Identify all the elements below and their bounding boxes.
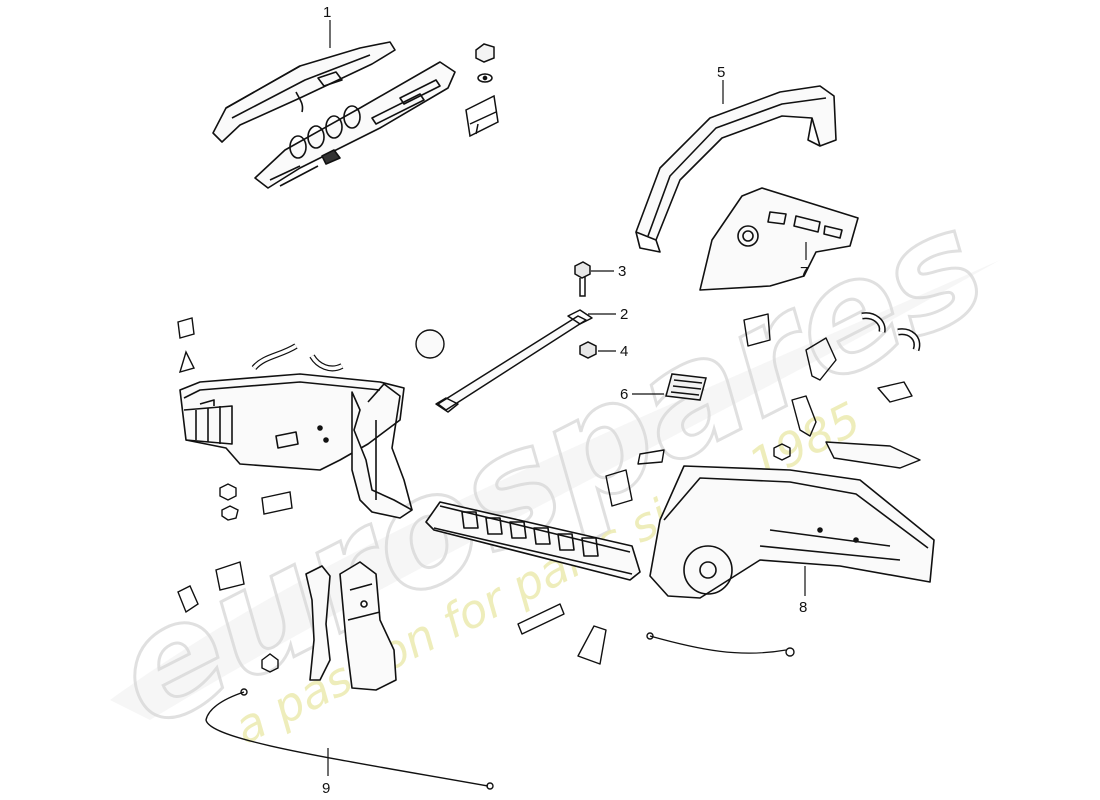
callout-label-4: 4 bbox=[620, 343, 628, 360]
part-1-dashboard[interactable] bbox=[212, 41, 456, 189]
part-8-rear-inner-panel[interactable] bbox=[649, 465, 935, 599]
bottom-small-parts[interactable] bbox=[517, 603, 795, 665]
part-1-small-hardware[interactable] bbox=[465, 43, 499, 138]
part-5-roof-frame[interactable] bbox=[635, 85, 837, 253]
callout-label-6: 6 bbox=[620, 386, 628, 403]
part-6-vent[interactable] bbox=[665, 373, 707, 401]
lower-pillar[interactable] bbox=[305, 561, 397, 691]
part-2-strut[interactable] bbox=[435, 309, 593, 413]
part-9-cable[interactable] bbox=[205, 688, 494, 790]
watermark-swoosh bbox=[110, 260, 1000, 720]
sill-panel[interactable] bbox=[425, 501, 641, 581]
part-7-quarter-panel[interactable] bbox=[699, 187, 859, 291]
callout-label-8: 8 bbox=[799, 599, 807, 616]
watermark-brand: eurospares bbox=[87, 176, 1011, 762]
lower-left-brackets[interactable] bbox=[177, 561, 279, 673]
right-small-parts[interactable] bbox=[605, 312, 921, 507]
part-4-nut[interactable] bbox=[579, 341, 597, 359]
callout-label-9: 9 bbox=[322, 780, 330, 797]
callout-label-5: 5 bbox=[717, 64, 725, 81]
front-inner-wing[interactable] bbox=[179, 373, 413, 519]
callout-label-3: 3 bbox=[618, 263, 626, 280]
callout-label-2: 2 bbox=[620, 306, 628, 323]
callout-label-1: 1 bbox=[323, 4, 331, 21]
left-small-clips[interactable] bbox=[177, 317, 445, 374]
part-3-bolt[interactable] bbox=[574, 261, 591, 297]
callout-label-7: 7 bbox=[800, 264, 808, 281]
watermark: eurospares a passion for parts since 198… bbox=[86, 175, 1013, 764]
left-fasteners[interactable] bbox=[219, 483, 293, 521]
